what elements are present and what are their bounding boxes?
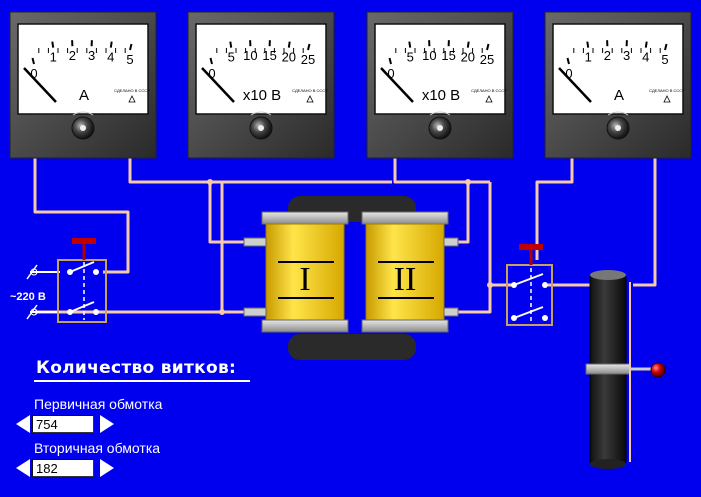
meter-needle bbox=[380, 67, 414, 103]
scale-label: 5 bbox=[661, 52, 668, 67]
meter-unit: x10 В bbox=[422, 87, 460, 104]
secondary-increase-arrow-icon[interactable] bbox=[100, 459, 114, 477]
primary-turns-field[interactable] bbox=[32, 415, 94, 433]
scale-tick bbox=[466, 41, 470, 48]
star-icon bbox=[306, 95, 314, 103]
scale-label: 10 bbox=[243, 48, 257, 63]
star-icon bbox=[663, 95, 671, 103]
rheostat-slider bbox=[585, 363, 631, 375]
scale-tick bbox=[486, 43, 490, 51]
scale-label: 2 bbox=[604, 48, 611, 63]
supply-terminals: ~220 В bbox=[10, 264, 60, 320]
primary-winding-mark: I bbox=[299, 261, 310, 298]
scale-label: 0 bbox=[387, 66, 394, 81]
primary-coil bbox=[265, 223, 345, 321]
scale-tick bbox=[51, 41, 55, 48]
meter-maker: СДЕЛАНО В СССР bbox=[292, 88, 328, 93]
scale-label: 4 bbox=[107, 50, 114, 65]
scale-label: 15 bbox=[441, 48, 455, 63]
scale-label: 5 bbox=[228, 50, 235, 65]
knob-center bbox=[437, 125, 443, 131]
scale-label: 2 bbox=[69, 48, 76, 63]
rheostat[interactable] bbox=[585, 270, 666, 469]
scale-label: 1 bbox=[50, 50, 57, 65]
meter-unit: x10 В bbox=[243, 87, 281, 104]
knob-center bbox=[615, 125, 621, 131]
transformer: I II bbox=[243, 196, 459, 360]
primary-increase-arrow-icon[interactable] bbox=[100, 415, 114, 433]
primary-turns-label: Первичная обмотка bbox=[34, 396, 163, 412]
scale-tick bbox=[129, 43, 133, 51]
scale-tick bbox=[31, 57, 35, 65]
meter-maker: СДЕЛАНО В СССР bbox=[471, 88, 507, 93]
scale-label: 20 bbox=[461, 50, 475, 65]
scale-tick bbox=[209, 57, 213, 65]
transformer-core-bottom bbox=[288, 334, 416, 360]
secondary-decrease-arrow-icon[interactable] bbox=[16, 459, 30, 477]
scale-tick bbox=[408, 41, 412, 48]
meter-face bbox=[374, 23, 506, 115]
meter-needle bbox=[23, 67, 57, 103]
meter-unit: A bbox=[614, 87, 624, 104]
meter-maker: СДЕЛАНО В СССР bbox=[649, 88, 685, 93]
scale-label: 4 bbox=[642, 50, 649, 65]
scale-label: 25 bbox=[301, 52, 315, 67]
scale-label: 20 bbox=[282, 50, 296, 65]
scale-tick bbox=[287, 41, 291, 48]
scale-label: 1 bbox=[585, 50, 592, 65]
scale-tick bbox=[388, 57, 392, 65]
star-icon bbox=[485, 95, 493, 103]
scale-label: 3 bbox=[88, 48, 95, 63]
scale-tick bbox=[566, 57, 570, 65]
meter-needle bbox=[201, 67, 235, 103]
scale-tick bbox=[644, 41, 648, 48]
scale-label: 0 bbox=[565, 66, 572, 81]
primary-decrease-arrow-icon[interactable] bbox=[16, 415, 30, 433]
turns-heading: Количество витков: bbox=[36, 358, 237, 378]
secondary-switch[interactable] bbox=[506, 244, 553, 326]
meter-face bbox=[195, 23, 327, 115]
scale-tick bbox=[229, 41, 233, 48]
switch-lever bbox=[519, 244, 543, 250]
meter-3: 05 10 15 20 25 x10 В СДЕЛАНО В СССР bbox=[366, 11, 514, 159]
scale-label: 15 bbox=[262, 48, 276, 63]
secondary-turns-label: Вторичная обмотка bbox=[34, 440, 161, 456]
knob-center bbox=[80, 125, 86, 131]
scale-label: 25 bbox=[480, 52, 494, 67]
scale-label: 5 bbox=[126, 52, 133, 67]
secondary-coil bbox=[365, 223, 445, 321]
meter-unit: A bbox=[79, 87, 89, 104]
scale-tick bbox=[586, 41, 590, 48]
secondary-turns-field[interactable] bbox=[32, 459, 94, 477]
scale-label: 0 bbox=[30, 66, 37, 81]
switch-lever bbox=[72, 238, 96, 244]
scale-label: 10 bbox=[422, 48, 436, 63]
wires bbox=[33, 158, 657, 314]
wire-junctions bbox=[207, 179, 493, 315]
scale-tick bbox=[109, 41, 113, 48]
meter-face bbox=[17, 23, 149, 115]
scale-label: 0 bbox=[208, 66, 215, 81]
meter-face bbox=[552, 23, 684, 115]
primary-switch[interactable] bbox=[57, 238, 107, 323]
scale-label: 3 bbox=[623, 48, 630, 63]
meter-maker: СДЕЛАНО В СССР bbox=[114, 88, 150, 93]
rheostat-handle bbox=[650, 362, 666, 378]
scale-tick bbox=[307, 43, 311, 51]
supply-voltage-label: ~220 В bbox=[10, 291, 46, 303]
star-icon bbox=[128, 95, 136, 103]
meter-2: 05 10 15 20 25 x10 В СДЕЛАНО В СССР bbox=[187, 11, 335, 159]
turns-panel: Количество витков: Первичная обмотка Вто… bbox=[14, 358, 264, 488]
heading-underline bbox=[34, 380, 250, 382]
meter-needle bbox=[558, 67, 592, 103]
scale-tick bbox=[664, 43, 668, 51]
knob-center bbox=[258, 125, 264, 131]
secondary-winding-mark: II bbox=[394, 261, 417, 298]
scale-label: 5 bbox=[407, 50, 414, 65]
